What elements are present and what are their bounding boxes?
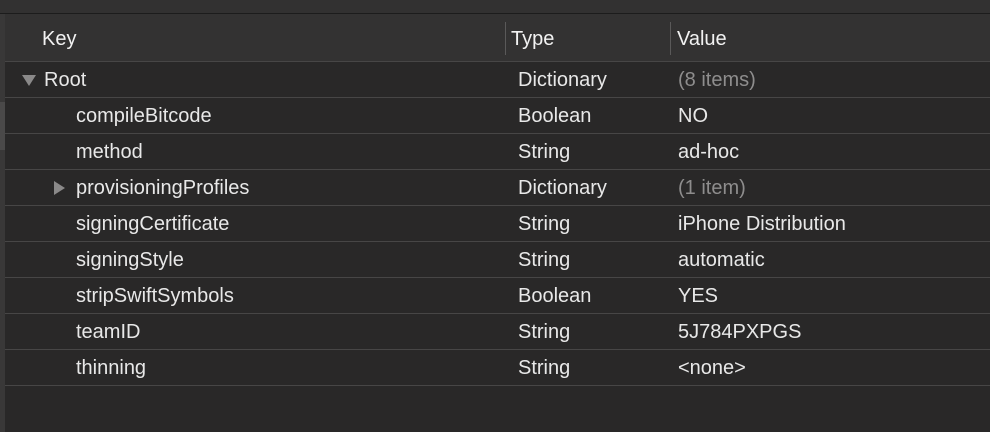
row-type[interactable]: Dictionary — [518, 177, 607, 199]
row-value[interactable]: <none> — [678, 357, 746, 379]
row-key[interactable]: signingStyle — [76, 249, 184, 271]
top-toolbar-strip — [0, 0, 990, 14]
row-type[interactable]: Boolean — [518, 285, 592, 307]
row-value: (1 item) — [678, 177, 746, 199]
row-value[interactable]: automatic — [678, 249, 765, 271]
row-type[interactable]: String — [518, 357, 571, 379]
table-row[interactable]: compileBitcode Boolean NO — [5, 98, 990, 134]
table-row[interactable]: provisioningProfiles Dictionary (1 item) — [5, 170, 990, 206]
row-type[interactable]: String — [518, 321, 571, 343]
table-row[interactable]: teamID String 5J784PXPGS — [5, 314, 990, 350]
row-key[interactable]: teamID — [76, 321, 141, 343]
disclosure-triangle-down-icon[interactable] — [21, 62, 37, 98]
column-header-value[interactable]: Value — [677, 28, 727, 50]
row-value[interactable]: iPhone Distribution — [678, 213, 846, 235]
row-key[interactable]: method — [76, 141, 143, 163]
row-key[interactable]: compileBitcode — [76, 105, 212, 127]
table-row[interactable]: Root Dictionary (8 items) — [5, 62, 990, 98]
disclosure-triangle-right-icon[interactable] — [53, 170, 69, 206]
row-value[interactable]: 5J784PXPGS — [678, 321, 802, 343]
row-key[interactable]: Root — [44, 69, 87, 91]
table-row[interactable]: signingStyle String automatic — [5, 242, 990, 278]
column-divider[interactable] — [505, 22, 506, 55]
left-edge-marker — [0, 102, 5, 150]
row-type[interactable]: Boolean — [518, 105, 592, 127]
table-header: Key Type Value — [5, 14, 990, 62]
row-type[interactable]: String — [518, 141, 571, 163]
row-key[interactable]: stripSwiftSymbols — [76, 285, 234, 307]
row-key[interactable]: thinning — [76, 357, 147, 379]
row-value[interactable]: NO — [678, 105, 708, 127]
column-divider[interactable] — [670, 22, 671, 55]
row-key[interactable]: provisioningProfiles — [76, 177, 250, 199]
table-row[interactable]: thinning String <none> — [5, 350, 990, 386]
column-header-type[interactable]: Type — [511, 28, 555, 50]
column-header-key[interactable]: Key — [42, 28, 77, 50]
table-row[interactable]: signingCertificate String iPhone Distribut… — [5, 206, 990, 242]
table-row[interactable]: stripSwiftSymbols Boolean YES — [5, 278, 990, 314]
row-value: (8 items) — [678, 69, 756, 91]
row-type[interactable]: String — [518, 213, 571, 235]
row-key[interactable]: signingCertificate — [76, 213, 230, 235]
row-type[interactable]: Dictionary — [518, 69, 607, 91]
row-type[interactable]: String — [518, 249, 571, 271]
table-row[interactable]: method String ad-hoc — [5, 134, 990, 170]
left-edge-bar — [0, 14, 5, 432]
row-value[interactable]: YES — [678, 285, 719, 307]
row-value[interactable]: ad-hoc — [678, 141, 740, 163]
